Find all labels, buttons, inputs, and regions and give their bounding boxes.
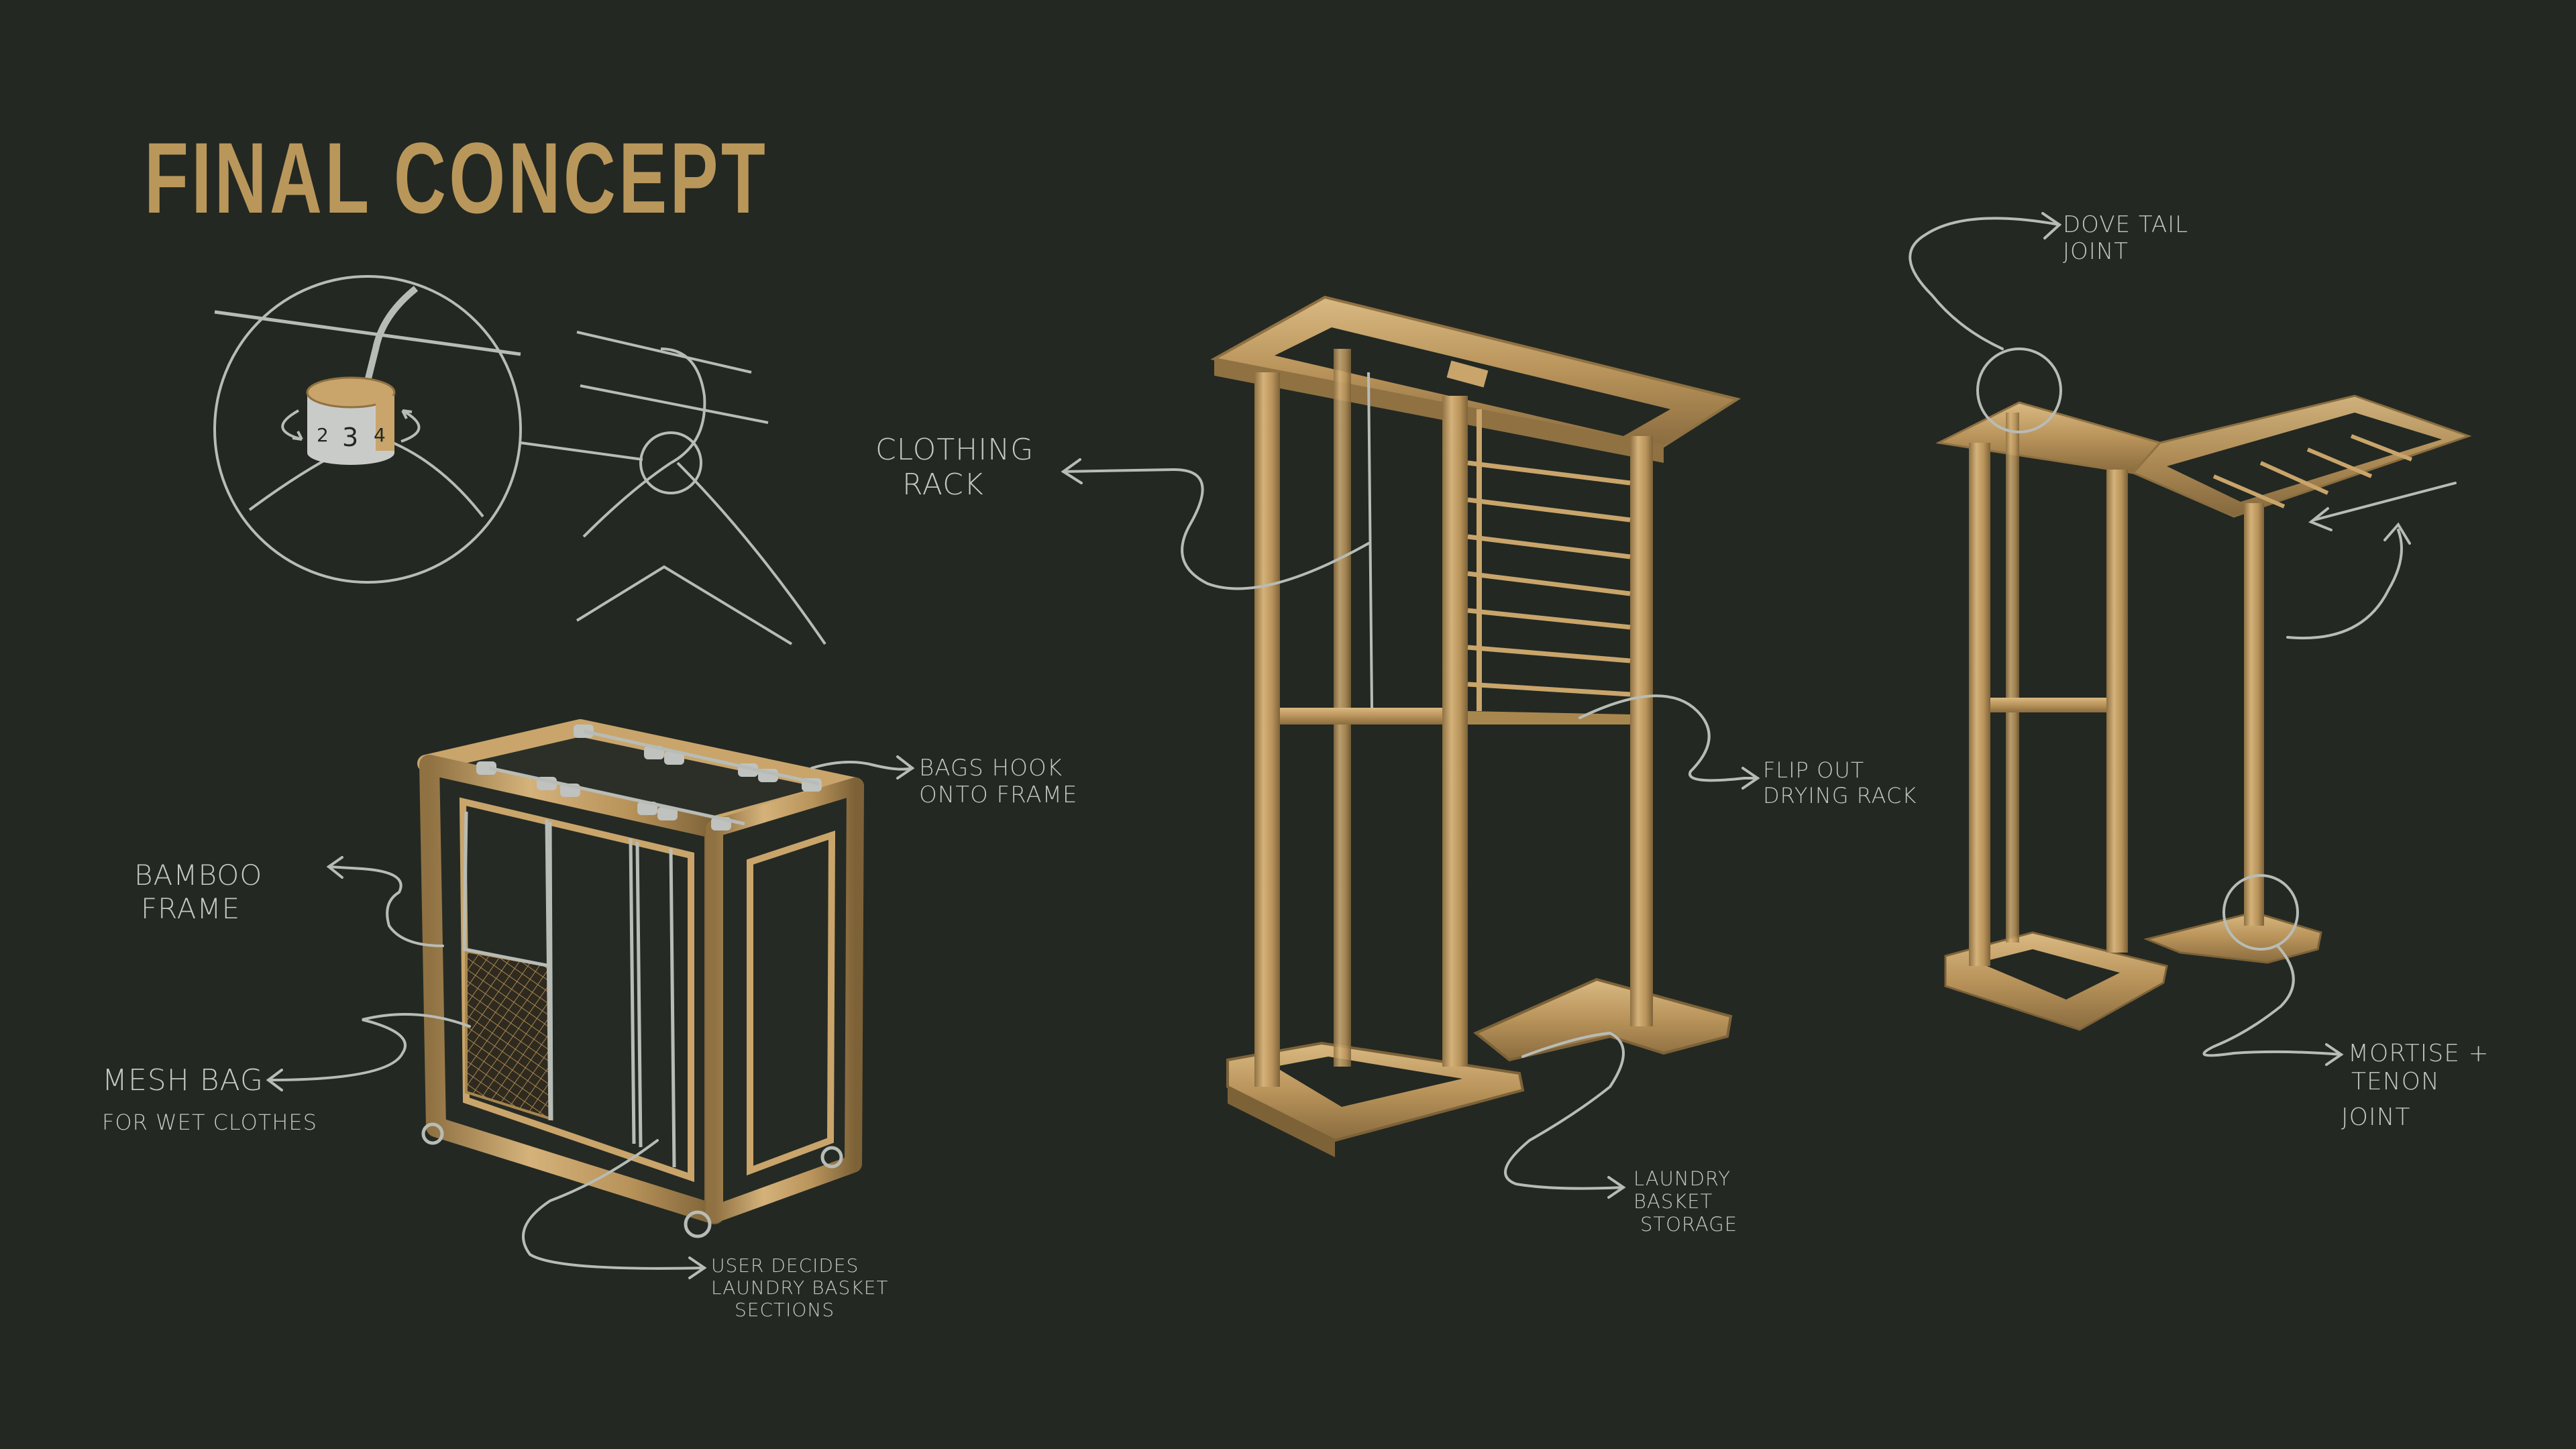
label-laundry-storage-line1: LAUNDRY — [1633, 1167, 1731, 1190]
label-flip-out: FLIP OUT DRYING RACK — [1763, 757, 1917, 809]
label-mortise-line1: MORTISE + — [2348, 1040, 2489, 1067]
label-flip-out-line1: FLIP OUT — [1763, 757, 1865, 783]
hook-zoom-circle — [639, 431, 702, 494]
label-laundry-storage-line3: STORAGE — [1640, 1213, 1738, 1236]
label-mesh-bag-sub-line1: FOR WET CLOTHES — [102, 1110, 317, 1135]
clothing-rack-unit — [1210, 295, 1741, 1157]
label-clothing-rack-line1: CLOTHING — [875, 433, 1034, 467]
label-mesh-bag: MESH BAG — [102, 1063, 264, 1098]
hanger-hook-detail — [359, 286, 419, 404]
label-laundry-storage-line2: BASKET — [1633, 1190, 1713, 1214]
page-title: FINAL CONCEPT — [144, 121, 769, 234]
dial-number-3: 3 — [342, 423, 358, 452]
label-bamboo-frame-line2: FRAME — [141, 892, 241, 925]
label-bamboo-frame-line1: BAMBOO — [134, 859, 263, 892]
rotating-dial: 2 3 4 — [281, 376, 421, 465]
label-bamboo-frame: BAMBOO FRAME — [134, 859, 262, 925]
callout-lines — [266, 212, 2457, 1279]
folding-rack-unit — [1935, 347, 2472, 1031]
label-clothing-rack: CLOTHING RACK — [875, 433, 1034, 502]
label-dove-tail-line1: DOVE TAIL — [2063, 211, 2189, 238]
mesh-bag — [465, 949, 553, 1121]
mortise-zoom-circle — [2222, 874, 2299, 951]
label-user-decides-line2: LAUNDRY BASKET — [711, 1277, 889, 1299]
label-mortise-tenon: MORTISE + TENON JOINT — [2341, 1040, 2489, 1132]
label-mesh-bag-line1: MESH BAG — [102, 1063, 264, 1097]
laundry-cart — [417, 719, 864, 1238]
detail-zoom-circle — [213, 275, 522, 584]
label-dove-tail-line2: JOINT — [2063, 238, 2129, 266]
label-mesh-bag-sub: FOR WET CLOTHES — [102, 1110, 317, 1136]
label-bags-hook-line1: BAGS HOOK — [919, 755, 1063, 782]
label-bags-hook: BAGS HOOK ONTO FRAME — [919, 755, 1077, 808]
label-dove-tail: DOVE TAIL JOINT — [2063, 211, 2188, 265]
label-bags-hook-line2: ONTO FRAME — [919, 782, 1078, 809]
hanger-sketch — [576, 331, 826, 645]
label-mortise-line3: JOINT — [2341, 1103, 2411, 1131]
dial-number-4: 4 — [374, 424, 386, 446]
drying-rack-slats — [1467, 460, 1631, 697]
label-user-decides-line3: SECTIONS — [735, 1299, 835, 1322]
label-user-decides: USER DECIDES LAUNDRY BASKET SECTIONS — [711, 1254, 888, 1321]
label-laundry-storage: LAUNDRY BASKET STORAGE — [1633, 1167, 1737, 1236]
dial-number-2: 2 — [317, 424, 329, 446]
label-user-decides-line1: USER DECIDES — [711, 1254, 859, 1277]
label-clothing-rack-line2: RACK — [902, 467, 984, 502]
hanger-detail: 2 3 4 — [213, 275, 826, 645]
label-flip-out-line2: DRYING RACK — [1763, 782, 1917, 808]
label-mortise-line2: TENON — [2351, 1068, 2440, 1096]
cart-wheels — [421, 1122, 843, 1238]
dove-tail-zoom-circle — [1976, 347, 2062, 433]
